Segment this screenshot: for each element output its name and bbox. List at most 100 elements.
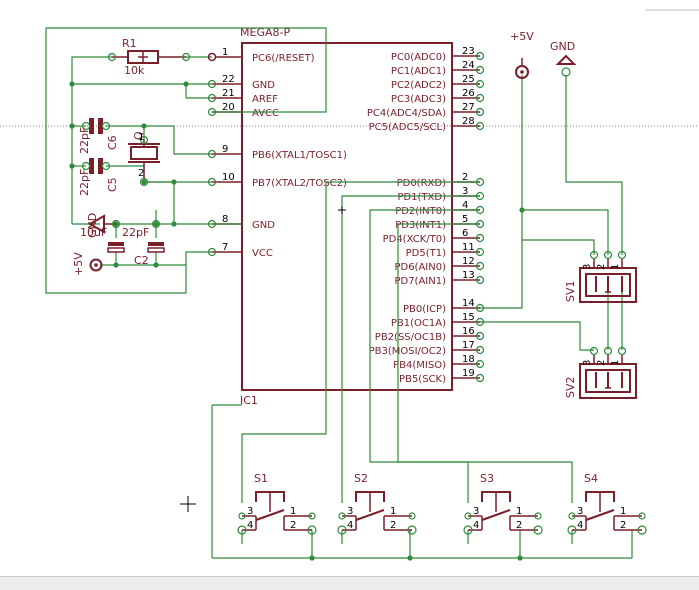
- ic-pin-number: 3: [462, 186, 468, 197]
- ic-pin-number: 1: [222, 47, 228, 58]
- sv2-ref: SV2: [564, 376, 577, 398]
- ic-pin-label: PD2(INT0): [395, 206, 446, 217]
- ic-pin-label: GND: [252, 80, 275, 91]
- ic-name: MEGA8-P: [240, 26, 290, 39]
- wires: [45, 27, 633, 559]
- ic-pin-number: 18: [462, 354, 475, 365]
- ic-pin-label: PC1(ADC1): [391, 66, 446, 77]
- ic-pin-number: 11: [462, 242, 475, 253]
- sv2-pin1: 1: [610, 360, 621, 366]
- ic-pin-number: 17: [462, 340, 475, 351]
- crystal-q[interactable]: Q 1 2: [128, 131, 160, 187]
- ic-pin-number: 7: [222, 242, 228, 253]
- ic-pin-label: PB0(ICP): [403, 304, 446, 315]
- status-bar: [0, 576, 699, 590]
- switch-pin4: 4: [577, 520, 583, 531]
- switch-pin3: 3: [577, 506, 583, 517]
- switch-ref: S1: [254, 472, 268, 485]
- ic-body[interactable]: [241, 42, 453, 391]
- switch-pin2: 2: [390, 520, 396, 531]
- header-sv2[interactable]: SV2 3 2 1: [564, 346, 637, 399]
- ic-pin-label: PC6(/RESET): [252, 53, 315, 64]
- ic-pin-label: PB5(SCK): [399, 374, 446, 385]
- switch-pin3: 3: [347, 506, 353, 517]
- resistor-r1[interactable]: R1 10k: [107, 37, 191, 77]
- r1-value: 10k: [124, 64, 145, 77]
- sv2-pin3: 3: [582, 360, 593, 366]
- ic-pin-number: 20: [222, 102, 235, 113]
- switch-pin4: 4: [347, 520, 353, 531]
- switch-pin4: 4: [247, 520, 253, 531]
- ic-pin-label: PB1(OC1A): [391, 318, 446, 329]
- ic-pin-number: 4: [462, 200, 468, 211]
- capacitor-c6[interactable]: 22pF C6: [78, 118, 119, 154]
- ic-pin-number: 6: [462, 228, 468, 239]
- capacitor-c2[interactable]: 22pF C2: [122, 219, 165, 268]
- r1-ref: R1: [122, 37, 137, 50]
- ic-pin-label: PC0(ADC0): [391, 52, 446, 63]
- ic-pin-label: PD4(XCK/T0): [383, 234, 446, 245]
- switch-pin4: 4: [473, 520, 479, 531]
- origin-cross-icon: [338, 206, 346, 214]
- cursor-crosshair-icon: [180, 496, 196, 512]
- ic-pin-number: 16: [462, 326, 475, 337]
- ic-pin-number: 10: [222, 172, 235, 183]
- sv1-pin3: 3: [582, 264, 593, 270]
- ic-pin-label: PB3(MOSI/OC2): [369, 346, 447, 357]
- sv1-pin2: 2: [596, 264, 607, 270]
- capacitor-c5[interactable]: 22pF C5: [78, 158, 119, 196]
- gnd-left-label: GND: [86, 213, 99, 238]
- vcc-top-label: +5V: [510, 30, 534, 43]
- ic-pin-label: PD1(TXD): [397, 192, 446, 203]
- schematic-canvas[interactable]: MEGA8-P IC1 1PC6(/RESET)22GND21AREF20AVC…: [0, 0, 699, 576]
- sv1-ref: SV1: [564, 280, 577, 302]
- ic-pin-label: PB4(MISO): [393, 360, 446, 371]
- ic-pin-label: PC3(ADC3): [391, 94, 446, 105]
- ic-pin-number: 13: [462, 270, 475, 281]
- switch-pin3: 3: [247, 506, 253, 517]
- ic-pin-label: PC5(ADC5/SCL): [369, 122, 446, 133]
- vcc-left-label: +5V: [72, 252, 85, 276]
- c5-ref: C5: [106, 177, 119, 192]
- switch-pin2: 2: [516, 520, 522, 531]
- c2-value: 22pF: [122, 226, 149, 239]
- switch-pin1: 1: [516, 506, 522, 517]
- switch-pin2: 2: [290, 520, 296, 531]
- ic-pin-label: PD0(RXD): [397, 178, 446, 189]
- vcc-symbol-left: +5V: [72, 252, 103, 276]
- switch-ref: S2: [354, 472, 368, 485]
- ic-pin-number: 15: [462, 312, 475, 323]
- ic-pin-label: PC4(ADC4/SDA): [367, 108, 446, 119]
- ic-pin-number: 21: [222, 88, 235, 99]
- q-pin2: 2: [138, 168, 144, 179]
- vcc-symbol-top: +5V: [510, 30, 534, 79]
- c6-value: 22pF: [78, 127, 91, 154]
- ic-pin-number: 27: [462, 102, 475, 113]
- ic-pin-number: 25: [462, 74, 475, 85]
- header-sv1[interactable]: SV1 3 2 1: [564, 250, 637, 303]
- capacitor-c1[interactable]: 10uF: [80, 219, 125, 253]
